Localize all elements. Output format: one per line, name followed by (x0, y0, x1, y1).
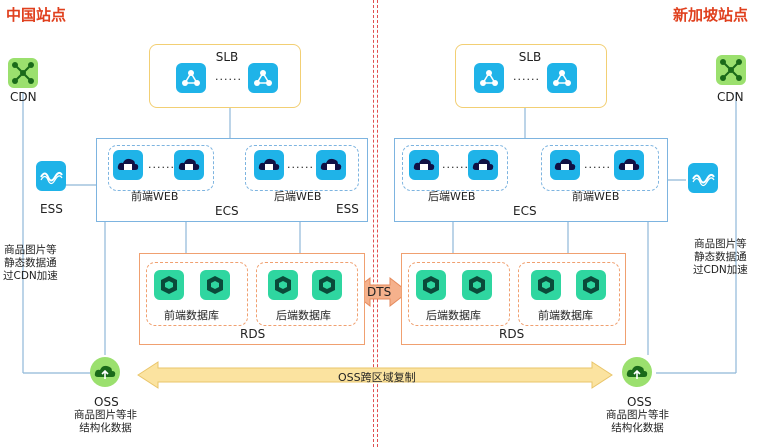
share-node-icon (474, 63, 504, 93)
note-line: 商品图片等非 (74, 409, 137, 421)
singapore-web-back-group (402, 145, 508, 191)
singapore-web-front-label: 前端WEB (572, 190, 620, 203)
database-cluster-icon (312, 270, 342, 300)
region-divider (373, 0, 374, 447)
singapore-site-title: 新加坡站点 (673, 6, 749, 24)
china-oss-note: 商品图片等非 结构化数据 (74, 409, 137, 435)
china-rds-label: RDS (240, 327, 266, 341)
note-line: 商品图片等非 (606, 409, 669, 421)
china-cdn-label: CDN (10, 90, 37, 104)
singapore-db-front-label: 前端数据库 (538, 309, 593, 322)
note-line: 结构化数据 (79, 422, 132, 434)
note-line: 过CDN加速 (3, 270, 58, 282)
oss-replication-label: OSS跨区域复制 (338, 371, 416, 384)
singapore-db-back-label: 后端数据库 (426, 309, 481, 322)
china-db-front-group (146, 262, 248, 326)
china-site-title: 中国站点 (6, 6, 67, 24)
database-cluster-icon (416, 270, 446, 300)
cloud-server-icon (254, 150, 284, 180)
china-cdn-note: 商品图片等 静态数据通 过CDN加速 (3, 244, 58, 283)
china-oss-label: OSS (94, 395, 119, 409)
note-line: 商品图片等 (694, 238, 747, 250)
note-line: 商品图片等 (4, 244, 57, 256)
cdn-cross-icon (716, 55, 746, 85)
wave-icon (36, 161, 66, 191)
note-line: 结构化数据 (611, 422, 664, 434)
cloud-server-icon (113, 150, 143, 180)
note-line: 静态数据通 (694, 251, 747, 263)
china-db-back-label: 后端数据库 (276, 309, 331, 322)
share-node-icon (176, 63, 206, 93)
database-cluster-icon (531, 270, 561, 300)
china-web-back-group (245, 145, 359, 191)
singapore-slb-label: SLB (518, 50, 542, 64)
china-web-front-group (108, 145, 214, 191)
singapore-ecs-label: ECS (513, 204, 537, 218)
cdn-cross-icon (8, 58, 38, 88)
china-ess-inner-label: ESS (336, 202, 359, 216)
singapore-cdn-label: CDN (717, 90, 744, 104)
database-cluster-icon (462, 270, 492, 300)
cloud-server-icon (614, 150, 644, 180)
database-cluster-icon (154, 270, 184, 300)
database-cluster-icon (268, 270, 298, 300)
note-line: 过CDN加速 (693, 264, 748, 276)
web-ellipsis: ...... (148, 158, 175, 171)
web-ellipsis: ...... (584, 158, 611, 171)
share-node-icon (248, 63, 278, 93)
singapore-oss-label: OSS (627, 395, 652, 409)
slb-ellipsis: ...... (513, 70, 540, 83)
singapore-db-front-group (518, 262, 620, 326)
china-db-front-label: 前端数据库 (164, 309, 219, 322)
singapore-cdn-note: 商品图片等 静态数据通 过CDN加速 (693, 238, 748, 277)
singapore-oss-note: 商品图片等非 结构化数据 (606, 409, 669, 435)
web-ellipsis: ...... (287, 158, 314, 171)
singapore-web-front-group (541, 145, 659, 191)
china-ess-label: ESS (40, 202, 63, 216)
note-line: 静态数据通 (4, 257, 57, 269)
cloud-server-icon (409, 150, 439, 180)
singapore-db-back-group (408, 262, 510, 326)
slb-ellipsis: ...... (215, 70, 242, 83)
singapore-web-back-label: 后端WEB (428, 190, 476, 203)
web-ellipsis: ...... (442, 158, 469, 171)
dts-label: DTS (367, 285, 392, 299)
database-cluster-icon (576, 270, 606, 300)
cloud-server-icon (550, 150, 580, 180)
cloud-upload-icon (622, 357, 652, 387)
cloud-server-icon (174, 150, 204, 180)
cloud-upload-icon (90, 357, 120, 387)
china-db-back-group (256, 262, 358, 326)
china-slb-label: SLB (215, 50, 239, 64)
share-node-icon (547, 63, 577, 93)
database-cluster-icon (200, 270, 230, 300)
cloud-server-icon (468, 150, 498, 180)
china-web-back-label: 后端WEB (274, 190, 322, 203)
china-web-front-label: 前端WEB (131, 190, 179, 203)
region-divider-2 (377, 0, 378, 447)
china-ecs-label: ECS (215, 204, 239, 218)
wave-icon (688, 163, 718, 193)
cloud-server-icon (316, 150, 346, 180)
singapore-rds-label: RDS (499, 327, 525, 341)
